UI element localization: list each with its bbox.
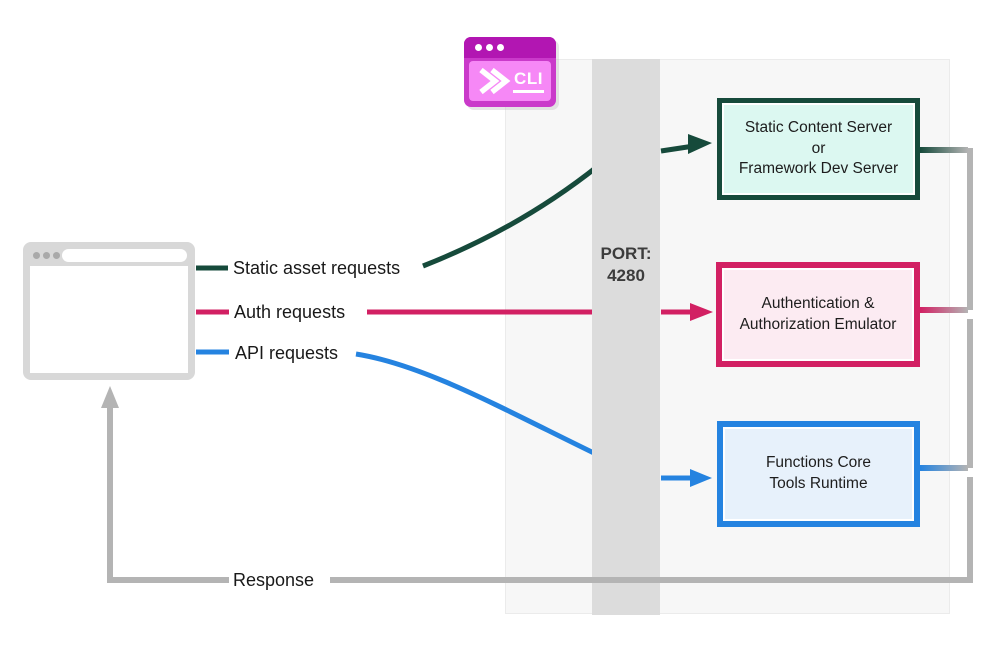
auth-emulator-label: Authentication & Authorization Emulator (740, 294, 897, 336)
functions-runtime-box: Functions Core Tools Runtime (717, 421, 920, 527)
cli-window-icon: CLI (464, 37, 556, 107)
api-requests-label: API requests (235, 343, 339, 363)
browser-content-area (30, 266, 188, 373)
port-label: PORT: 4280 (592, 243, 660, 287)
browser-dot-icon (33, 252, 40, 259)
functions-runtime-line1: Functions Core (765, 454, 872, 472)
static-server-line1: Static Content Server (744, 118, 893, 136)
cli-dot-icon (497, 44, 504, 51)
cli-dot-icon (475, 44, 482, 51)
port-label-line2: 4280 (607, 266, 645, 285)
static-content-server-label: Static Content Server or Framework Dev S… (739, 118, 898, 180)
cli-terminal-panel: CLI (469, 61, 551, 101)
cli-label: CLI (513, 69, 544, 93)
auth-emulator-box: Authentication & Authorization Emulator (716, 262, 920, 367)
port-bar: PORT: 4280 (592, 59, 660, 615)
browser-dot-icon (43, 252, 50, 259)
functions-runtime-label: Functions Core Tools Runtime (766, 453, 871, 495)
double-chevron-icon (479, 67, 511, 95)
static-server-line2: or (811, 139, 826, 157)
response-label: Response (233, 570, 315, 590)
auth-requests-label: Auth requests (234, 302, 346, 322)
response-line-left (107, 405, 229, 583)
browser-address-bar (62, 249, 187, 262)
cli-dot-icon (486, 44, 493, 51)
static-server-line3: Framework Dev Server (738, 160, 899, 178)
cli-titlebar (464, 37, 556, 58)
browser-window-icon (23, 242, 195, 380)
static-content-server-box: Static Content Server or Framework Dev S… (717, 98, 920, 200)
response-arrowhead (101, 386, 119, 408)
auth-emulator-line2: Authorization Emulator (739, 315, 897, 333)
functions-runtime-line2: Tools Runtime (769, 475, 868, 492)
static-asset-requests-label: Static asset requests (233, 258, 401, 278)
port-label-line1: PORT: (600, 244, 652, 263)
auth-emulator-line1: Authentication & (761, 294, 875, 312)
browser-dot-icon (53, 252, 60, 259)
